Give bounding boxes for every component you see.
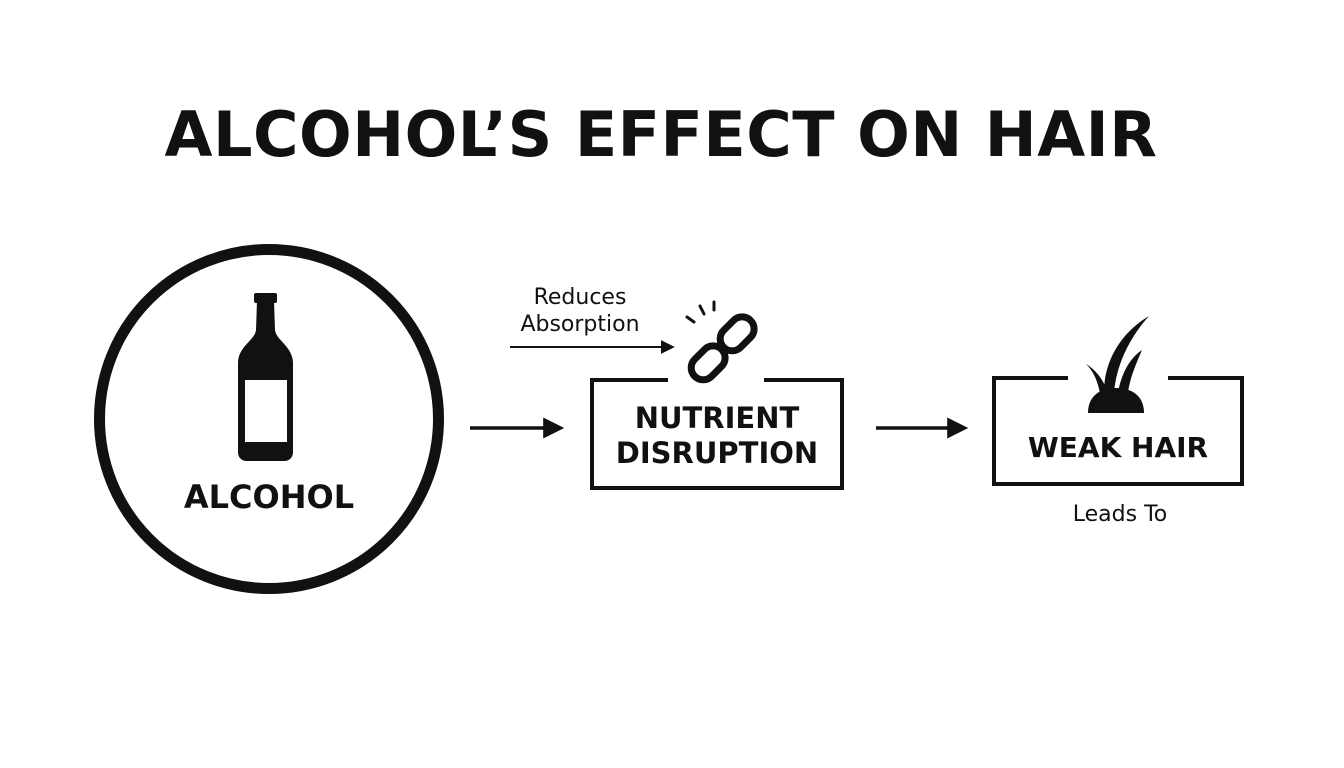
nutrient-box-gap — [668, 374, 764, 386]
nutrient-label-line-2: DISRUPTION — [615, 436, 819, 470]
weak-hair-box-gap — [1068, 372, 1168, 384]
alcohol-node-label: ALCOHOL — [183, 478, 355, 516]
leads-to-label: Leads To — [1072, 502, 1168, 527]
reduces-label-line-2: Absorption — [520, 312, 640, 337]
weak-hair-label: WEAK HAIR — [1027, 431, 1209, 464]
broken-chain-icon — [685, 300, 758, 384]
alcohol-node-circle — [94, 244, 444, 594]
nutrient-label-line-1: NUTRIENT — [634, 401, 800, 435]
reduces-label-line-1: Reduces — [533, 285, 627, 310]
diagram-title: ALCOHOL’S EFFECT ON HAIR — [164, 98, 1158, 171]
